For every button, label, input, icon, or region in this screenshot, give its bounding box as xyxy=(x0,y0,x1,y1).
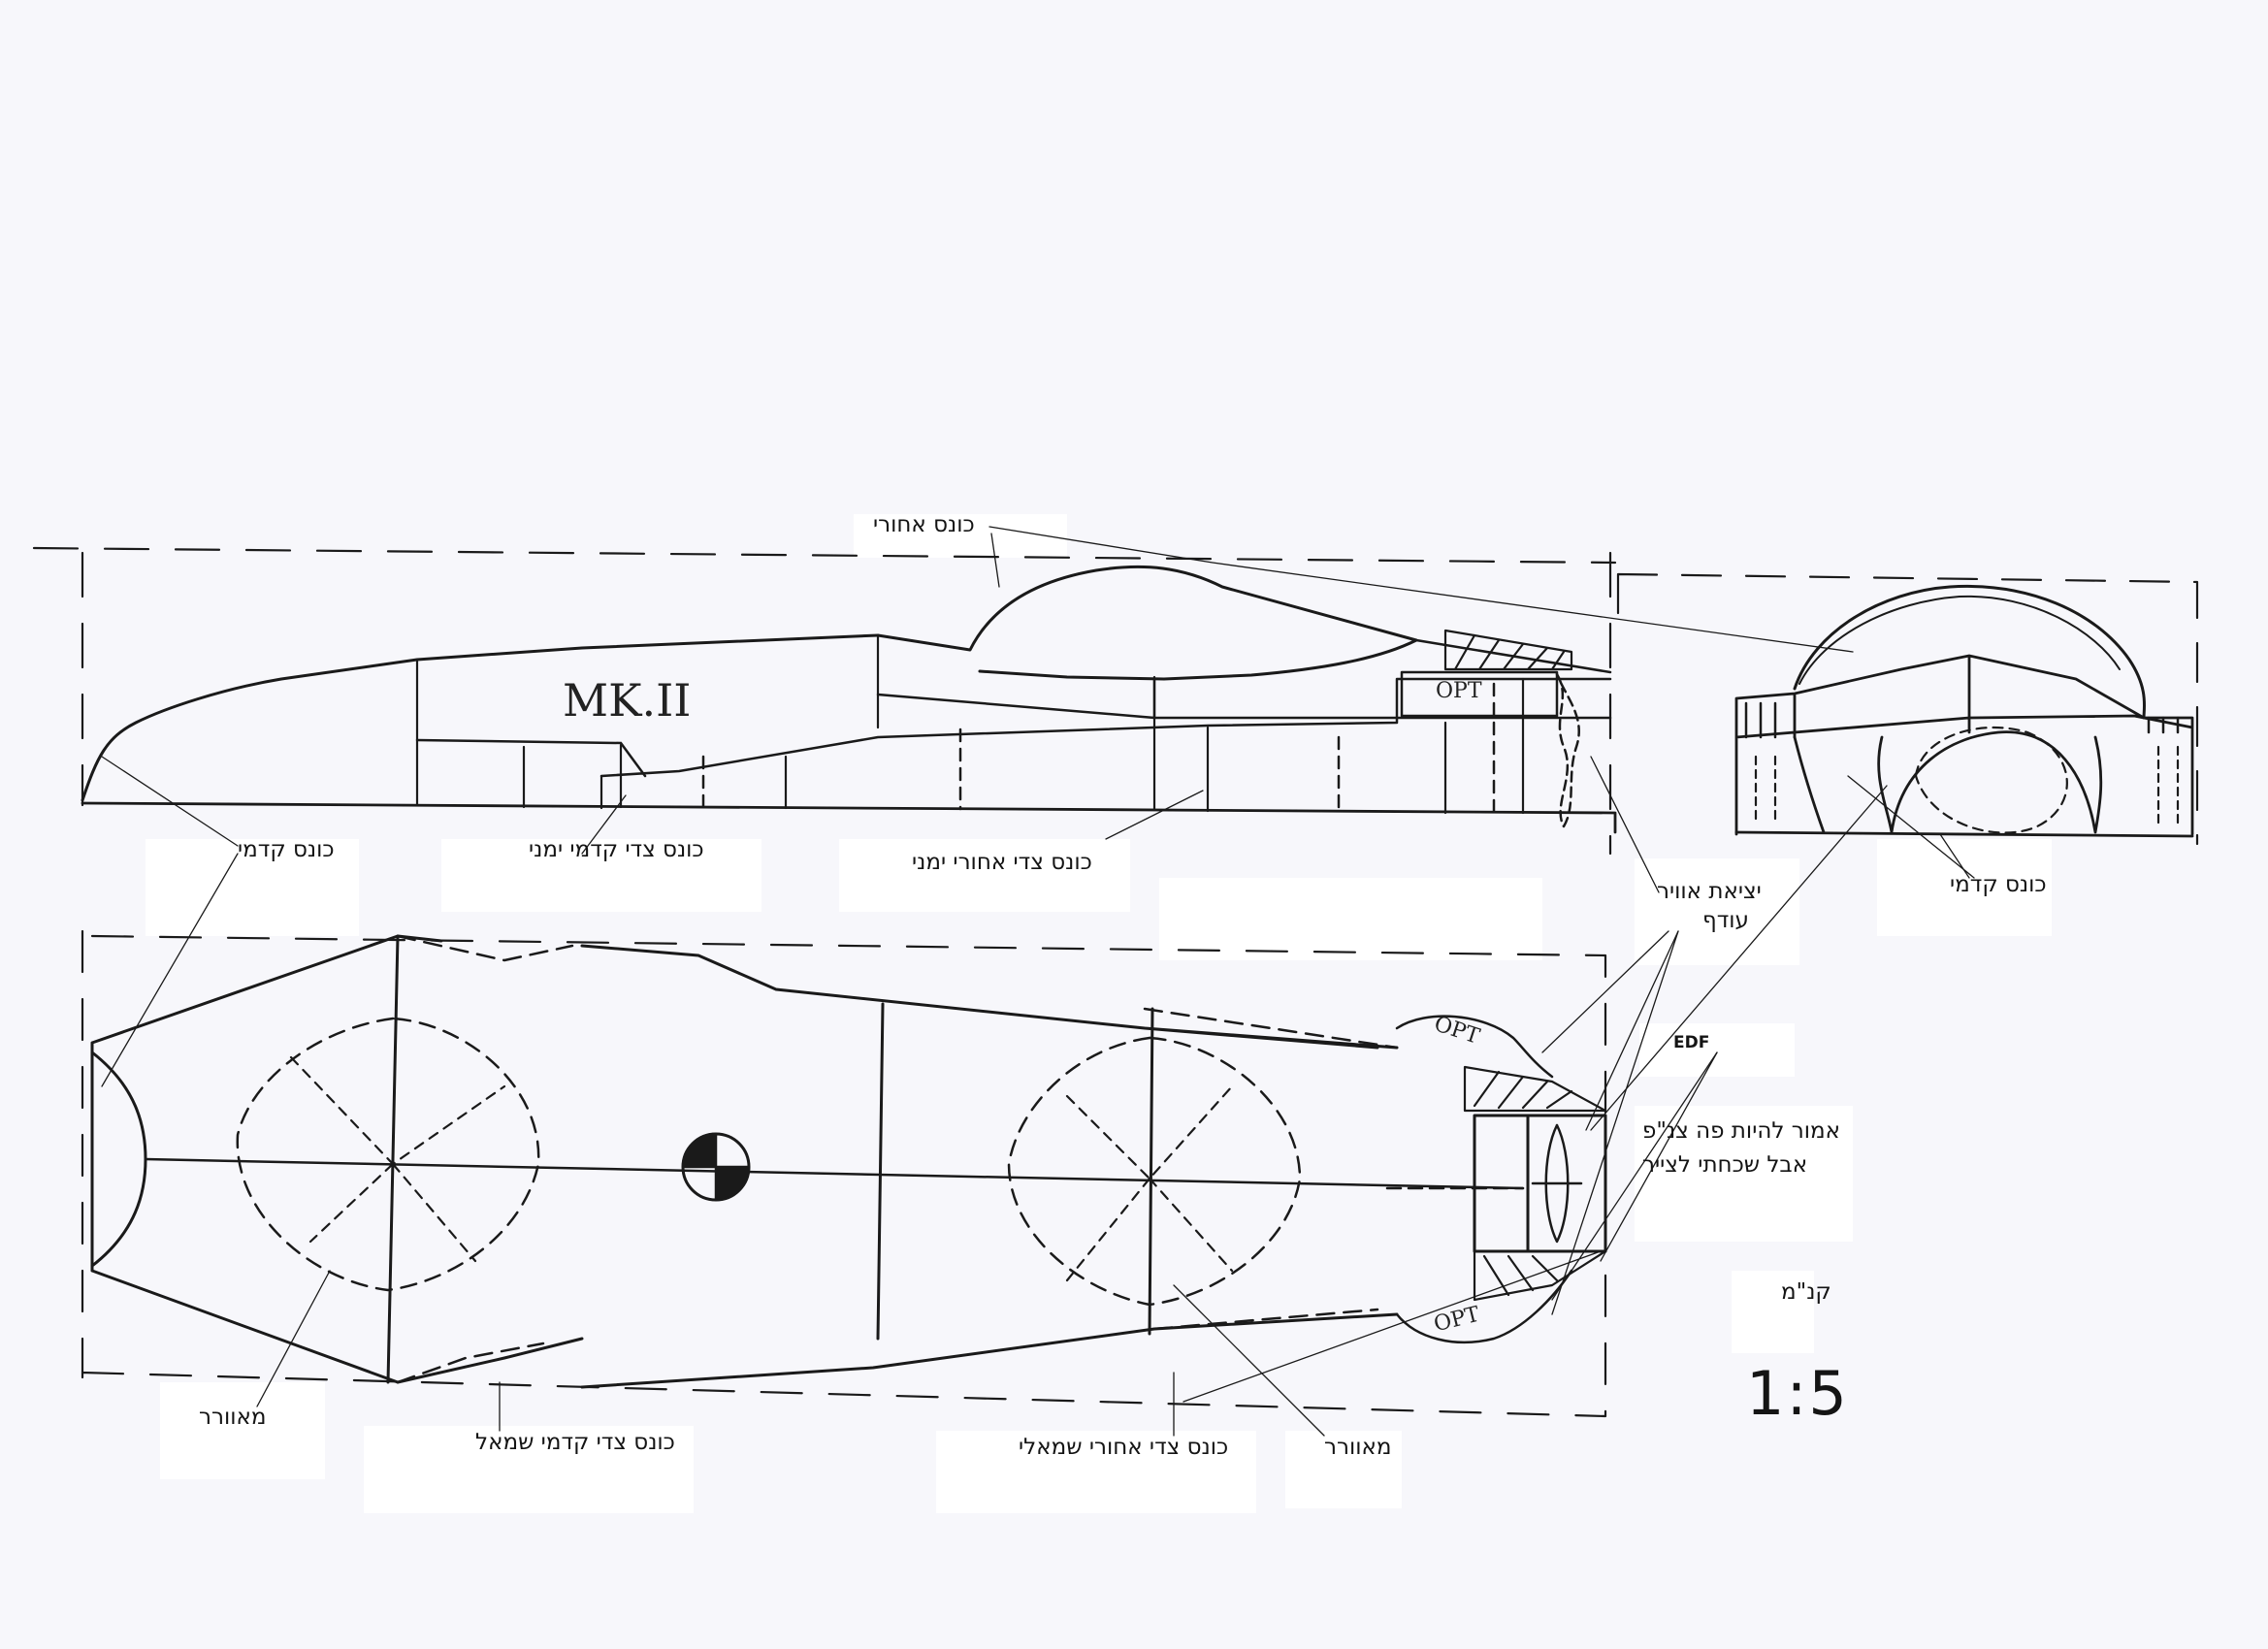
top-view-hatch-upper xyxy=(1463,1065,1607,1113)
label-note-line2: אבל שכחתי לצייר xyxy=(1642,1152,1808,1178)
front-view-inner-dome xyxy=(1798,595,2121,685)
top-view-rear-fan-blades xyxy=(1065,1084,1234,1282)
label-front-side-right-cone: כונס צדי קדמי ימני xyxy=(529,837,704,862)
label-patch xyxy=(839,839,1130,912)
side-view-frame xyxy=(32,546,1617,856)
side-view-bulkheads xyxy=(415,633,1525,815)
top-view-opt-pod-lower xyxy=(1395,1269,1573,1344)
label-patch xyxy=(1159,878,1542,960)
label-rear-side-right-cone: כונס צדי אחורי ימני xyxy=(912,850,1092,875)
front-view-dome xyxy=(1793,584,2147,720)
label-fan-left: מאוורר xyxy=(199,1405,267,1430)
label-patch xyxy=(441,839,761,912)
side-view-opt-box xyxy=(1400,670,1559,718)
top-view-bulkheads xyxy=(386,934,1154,1384)
top-view-front-fan xyxy=(236,1017,540,1292)
front-view-base xyxy=(1734,830,2194,838)
label-scale-title: קנ"מ xyxy=(1781,1279,1831,1305)
top-view-rear-fan xyxy=(1007,1036,1302,1307)
label-patch xyxy=(936,1431,1256,1513)
top-view-front-fan-blades xyxy=(289,1055,506,1263)
cg-quadrant-2 xyxy=(714,1165,751,1202)
top-view xyxy=(81,929,1607,1418)
top-view-hatch-lower xyxy=(1473,1249,1607,1302)
label-note-line1: אמור להיות פה צנ"פ xyxy=(1642,1118,1840,1144)
side-view xyxy=(32,546,1617,856)
label-patch xyxy=(1285,1431,1402,1508)
side-view-baseline xyxy=(81,801,1617,834)
label-patch xyxy=(1877,839,2052,936)
label-scale-value: 1:5 xyxy=(1746,1358,1849,1429)
label-excess-air: עודף xyxy=(1702,908,1749,933)
label-patch xyxy=(1635,858,1799,965)
side-view-nose xyxy=(81,633,880,802)
label-patch xyxy=(364,1426,694,1513)
label-patch xyxy=(854,514,1067,558)
label-patch xyxy=(1635,1106,1853,1242)
front-view-dashed-panels xyxy=(1754,745,2180,826)
top-view-nose-arc xyxy=(90,1051,147,1268)
top-view-lower-edge xyxy=(396,1312,1399,1389)
side-view-fan xyxy=(1555,672,1580,828)
label-patch xyxy=(1639,1023,1795,1077)
label-rear-cone: כונס אחורי xyxy=(873,512,975,537)
side-view-dashed-ribs xyxy=(701,682,1496,813)
top-view-upper-edge xyxy=(580,944,1399,1050)
label-rear-side-left-cone: כונס צדי אחורי שמאלי xyxy=(1019,1435,1229,1460)
top-view-edf-fan xyxy=(1531,1123,1583,1244)
top-view-centerline xyxy=(144,1157,1525,1190)
top-view-upper-dash xyxy=(396,934,1399,1050)
label-exhaust-air: יציאת אוויר xyxy=(1657,879,1762,904)
side-view-canopy xyxy=(876,565,1418,681)
label-front-cone-right: כונס קדמי xyxy=(1950,872,2047,897)
label-fan-right: מאוורר xyxy=(1324,1435,1392,1460)
front-view-body xyxy=(1734,654,2194,836)
cg-quadrant-1 xyxy=(681,1132,718,1169)
front-view-fan-circle xyxy=(1914,726,2068,834)
label-patch xyxy=(1732,1271,1814,1353)
top-view-opt-pod-upper xyxy=(1395,1015,1554,1079)
front-view-side-ribs xyxy=(1744,701,2180,739)
label-front-cone-top: כונס קדמי xyxy=(238,837,335,862)
label-patch xyxy=(146,839,359,936)
side-view-hatch xyxy=(1443,629,1573,671)
model-mark: MK.II xyxy=(563,674,692,727)
front-view xyxy=(1616,572,2199,846)
label-front-side-left-cone: כונס צדי קדמי שמאל xyxy=(475,1430,675,1455)
top-view-lower-dash xyxy=(396,1308,1379,1384)
top-view-frame xyxy=(81,929,1607,1418)
leader-lines xyxy=(101,526,1975,1437)
label-edf: EDF xyxy=(1673,1033,1710,1052)
opt-side-label: OPT xyxy=(1436,679,1482,703)
front-view-arches xyxy=(1793,730,2103,834)
label-patch xyxy=(160,1382,325,1479)
front-view-frame xyxy=(1616,572,2199,846)
